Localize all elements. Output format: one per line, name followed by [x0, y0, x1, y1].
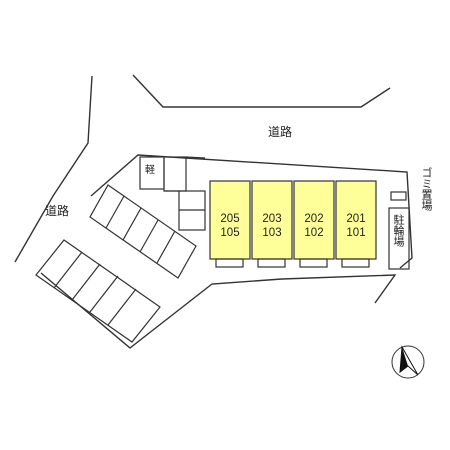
- unit-upper-number: 202: [304, 213, 324, 225]
- unit-label: 203 103: [252, 212, 292, 240]
- parking-row-lower: [35, 239, 161, 343]
- bicycle-parking-box: [388, 207, 410, 270]
- bicycle-parking-label: 駐輪場: [392, 214, 405, 247]
- unit-upper-number: 201: [346, 213, 366, 225]
- garbage-area-box: [390, 191, 407, 201]
- site-boundary: [40, 272, 397, 349]
- road-label-left: 道路: [45, 204, 70, 218]
- garbage-area-label: ゴミ置場: [420, 167, 433, 211]
- unit-upper-number: 205: [220, 213, 240, 225]
- unit-lower-number: 103: [262, 227, 282, 239]
- unit-label: 205 105: [210, 212, 250, 240]
- unit-label: 201 101: [336, 212, 376, 240]
- parking-column: [139, 156, 206, 231]
- road-top-edge: [132, 74, 391, 108]
- unit-upper-number: 203: [262, 213, 282, 225]
- road-label-top: 道路: [268, 125, 293, 139]
- unit-lower-number: 101: [346, 227, 366, 239]
- unit-lower-number: 102: [304, 227, 324, 239]
- north-arrow-icon: [391, 345, 425, 379]
- unit-label: 202 102: [294, 212, 334, 240]
- parking-row-upper: [89, 184, 197, 279]
- light-vehicle-label: 軽: [145, 165, 155, 176]
- road-left-edge: [14, 75, 93, 263]
- site-boundary-upper: [90, 154, 413, 269]
- unit-lower-number: 105: [220, 227, 240, 239]
- apartment-building: [209, 180, 377, 268]
